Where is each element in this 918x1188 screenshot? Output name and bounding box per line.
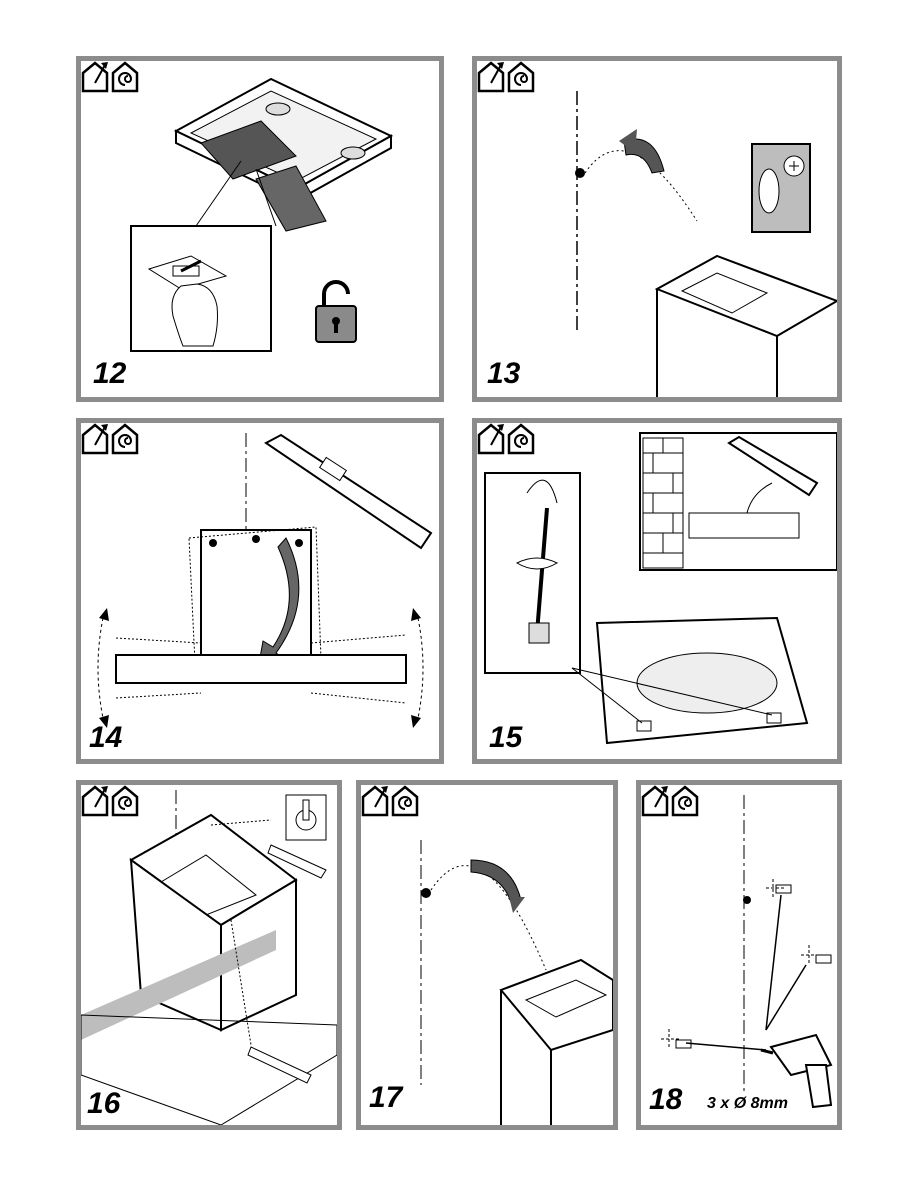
mark-holes-illustration [81, 785, 337, 1125]
step-17-panel: 17 [356, 780, 618, 1130]
step-number: 15 [489, 723, 522, 753]
step-number: 17 [369, 1083, 402, 1113]
level-hood-illustration [81, 423, 439, 759]
step-16-panel: 16 [76, 780, 342, 1130]
hood-underside-illustration [81, 61, 439, 397]
step-14-panel: 14 [76, 418, 444, 764]
drill-size-caption: 3 x Ø 8mm [707, 1095, 788, 1113]
hang-hood-illustration [477, 61, 837, 397]
step-number: 12 [93, 359, 126, 389]
step-13-panel: 13 [472, 56, 842, 402]
step-number: 16 [87, 1089, 120, 1119]
padlock-open-icon [316, 282, 356, 342]
step-12-panel: 12 [76, 56, 444, 402]
step-18-panel: 18 3 x Ø 8mm [636, 780, 842, 1130]
step-number: 13 [487, 359, 520, 389]
drill-holes-illustration [641, 785, 837, 1125]
adjust-screws-illustration [477, 423, 837, 759]
hang-hood-illustration [361, 785, 613, 1125]
step-number: 18 [649, 1085, 682, 1115]
step-number: 14 [89, 723, 122, 753]
step-15-panel: 15 [472, 418, 842, 764]
